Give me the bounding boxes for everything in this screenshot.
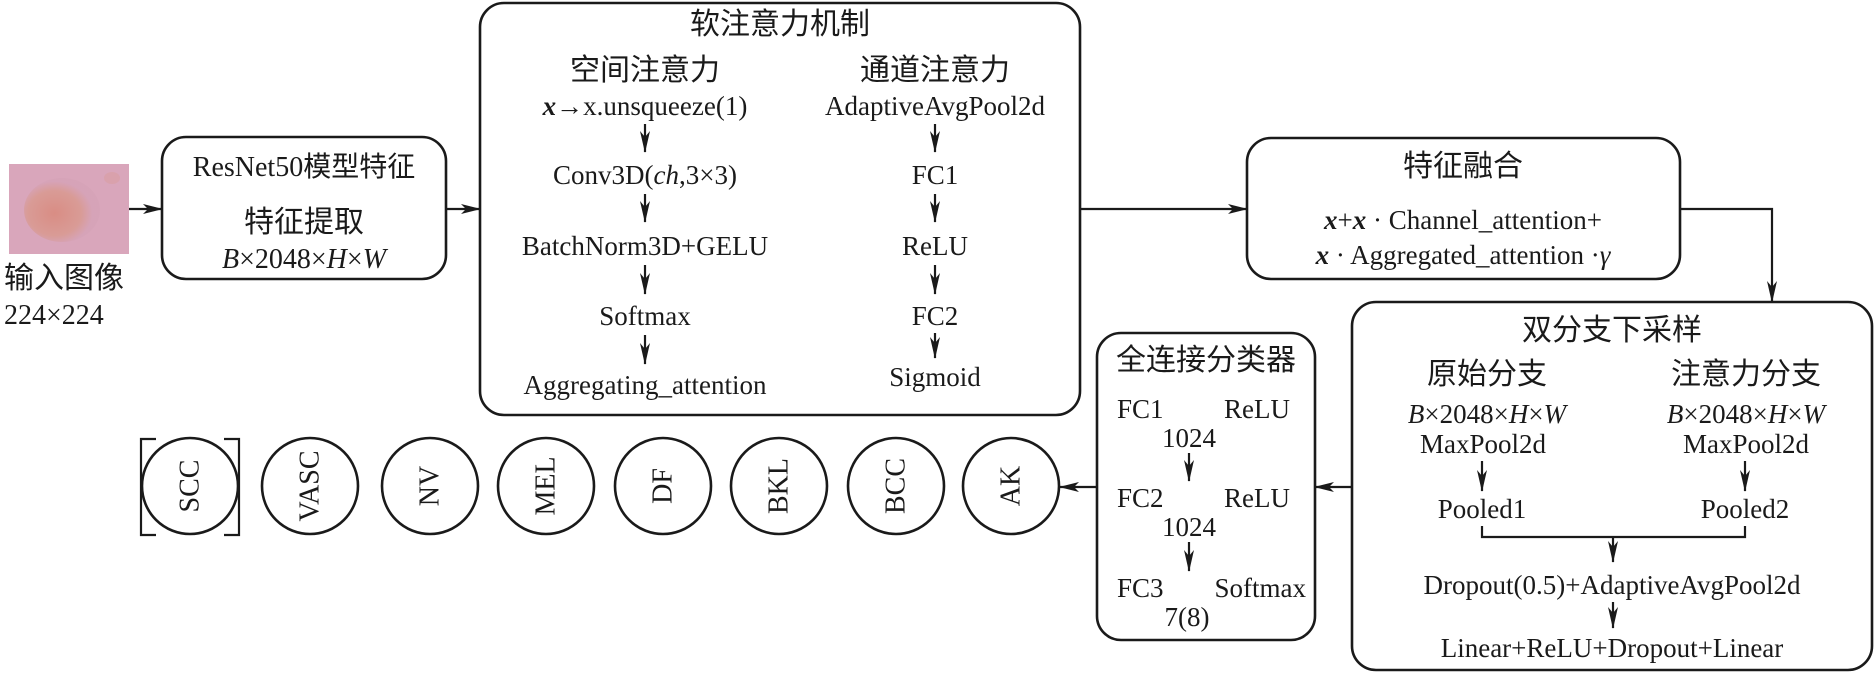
resnet-shape: B×2048×H×W xyxy=(222,244,389,275)
channel-step-sigmoid: Sigmoid xyxy=(889,362,981,392)
pooled2: Pooled2 xyxy=(1701,494,1790,524)
spatial-step-batchnorm: BatchNorm3D+GELU xyxy=(522,231,768,261)
class-label: AK xyxy=(996,466,1027,506)
class-node-mel: MEL xyxy=(496,436,596,536)
fc3-name: FC3 xyxy=(1117,573,1164,603)
class-node-bkl: BKL xyxy=(729,436,829,536)
merge-op: Dropout(0.5)+AdaptiveAvgPool2d xyxy=(1424,570,1801,600)
class-circle xyxy=(846,436,946,536)
optional-class-bracket-left xyxy=(139,437,156,537)
final-op: Linear+ReLU+Dropout+Linear xyxy=(1441,633,1784,663)
original-branch-title: 原始分支 xyxy=(1427,357,1547,392)
attention-branch-title: 注意力分支 xyxy=(1671,357,1821,392)
fc2-name: FC2 xyxy=(1117,483,1164,513)
spatial-step-conv3d: Conv3D(ch,3×3) xyxy=(553,160,737,190)
lesion-spot xyxy=(24,178,100,242)
spatial-attention-title: 空间注意力 xyxy=(570,53,720,88)
original-branch-shape: B×2048×H×W xyxy=(1408,399,1569,429)
fusion-formula-line1: x+x · Channel_attention+ xyxy=(1323,205,1602,235)
resnet-subtitle: 特征提取 xyxy=(244,205,364,240)
class-node-scc: SCC xyxy=(140,436,240,536)
fc1-name: FC1 xyxy=(1117,394,1164,424)
fc1-units: 1024 xyxy=(1162,423,1217,453)
original-branch-op: MaxPool2d xyxy=(1420,429,1547,459)
fc1-activation: ReLU xyxy=(1224,394,1290,424)
class-label: NV xyxy=(415,466,446,506)
class-label: SCC xyxy=(175,460,206,513)
resnet-title: ResNet50模型特征 xyxy=(193,151,415,183)
channel-attention-title: 通道注意力 xyxy=(860,53,1010,88)
class-circle xyxy=(729,436,829,536)
optional-class-bracket-right xyxy=(224,437,241,537)
class-circle xyxy=(380,436,480,536)
channel-step-fc2: FC2 xyxy=(912,301,959,331)
merge-bracket xyxy=(1480,526,1747,539)
fc2-activation: ReLU xyxy=(1224,483,1290,513)
attention-title: 软注意力机制 xyxy=(690,7,870,42)
spatial-step-softmax: Softmax xyxy=(599,301,691,331)
channel-step-relu: ReLU xyxy=(902,231,968,261)
input-label: 输入图像 xyxy=(4,261,124,296)
channel-step-fc1: FC1 xyxy=(912,160,959,190)
class-circle xyxy=(613,436,713,536)
fusion-title: 特征融合 xyxy=(1403,149,1523,184)
attention-branch-op: MaxPool2d xyxy=(1683,429,1810,459)
fc3-units: 7(8) xyxy=(1165,602,1210,632)
class-node-vasc: VASC xyxy=(260,436,360,536)
class-node-nv: NV xyxy=(380,436,480,536)
pooled1: Pooled1 xyxy=(1438,494,1527,524)
dual-branch-title: 双分支下采样 xyxy=(1522,313,1702,348)
fusion-formula-line2: x · Aggregated_attention ·γ xyxy=(1315,240,1612,270)
arrow-fusion-to-dual-branch xyxy=(1680,207,1777,303)
class-label: MEL xyxy=(531,456,562,515)
spatial-step-unsqueeze: x→x.unsqueeze(1) xyxy=(542,91,748,121)
class-circle xyxy=(961,436,1061,536)
class-node-df: DF xyxy=(613,436,713,536)
class-node-bcc: BCC xyxy=(846,436,946,536)
class-circle xyxy=(496,436,596,536)
fc2-units: 1024 xyxy=(1162,512,1217,542)
spatial-step-aggregating: Aggregating_attention xyxy=(524,370,767,400)
lesion-speck xyxy=(104,172,120,184)
channel-step-avgpool: AdaptiveAvgPool2d xyxy=(825,91,1045,121)
class-label: BKL xyxy=(764,458,795,514)
attention-branch-shape: B×2048×H×W xyxy=(1667,399,1828,429)
class-label: VASC xyxy=(295,450,326,521)
input-size: 224×224 xyxy=(4,300,104,331)
class-circle xyxy=(260,436,360,536)
class-label: BCC xyxy=(881,458,912,514)
fc3-activation: Softmax xyxy=(1215,573,1307,603)
class-node-ak: AK xyxy=(961,436,1061,536)
class-outputs: SCC VASC NV MEL DF BKL BCC AK xyxy=(140,436,1061,536)
input-image xyxy=(9,164,129,254)
class-label: DF xyxy=(648,468,679,504)
classifier-title: 全连接分类器 xyxy=(1116,343,1296,378)
